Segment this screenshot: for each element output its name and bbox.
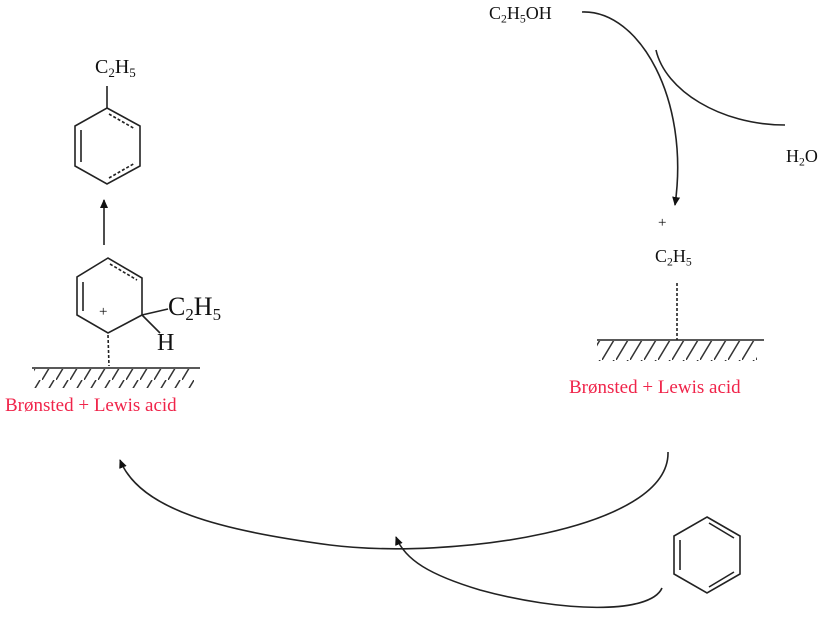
water-label: H2O <box>786 146 818 169</box>
water-release-arrow <box>655 49 786 126</box>
intermediate-hydrogen-label: H <box>157 330 175 356</box>
ethylbenzene-structure <box>74 86 141 185</box>
carbocation-charge: + <box>658 215 667 231</box>
arenium-intermediate-structure <box>76 257 169 367</box>
left-catalyst-surface <box>32 367 200 388</box>
ethanol-activation-arrow <box>581 11 681 206</box>
benzene-structure <box>673 516 741 594</box>
product-ethyl-label: C2H5 <box>95 56 136 80</box>
intermediate-ethyl-label: C2H5 <box>168 292 222 324</box>
cycle-return-arrow <box>119 451 669 550</box>
ethanol-label: C2H5OH <box>489 3 552 26</box>
right-surface-label: Brønsted + Lewis acid <box>569 377 741 398</box>
arenium-charge: + <box>99 304 108 320</box>
right-catalyst-surface <box>597 339 764 361</box>
left-surface-label: Brønsted + Lewis acid <box>5 395 177 416</box>
benzene-addition-arrow <box>395 536 663 609</box>
carbocation-label: C2H5 <box>655 246 692 269</box>
